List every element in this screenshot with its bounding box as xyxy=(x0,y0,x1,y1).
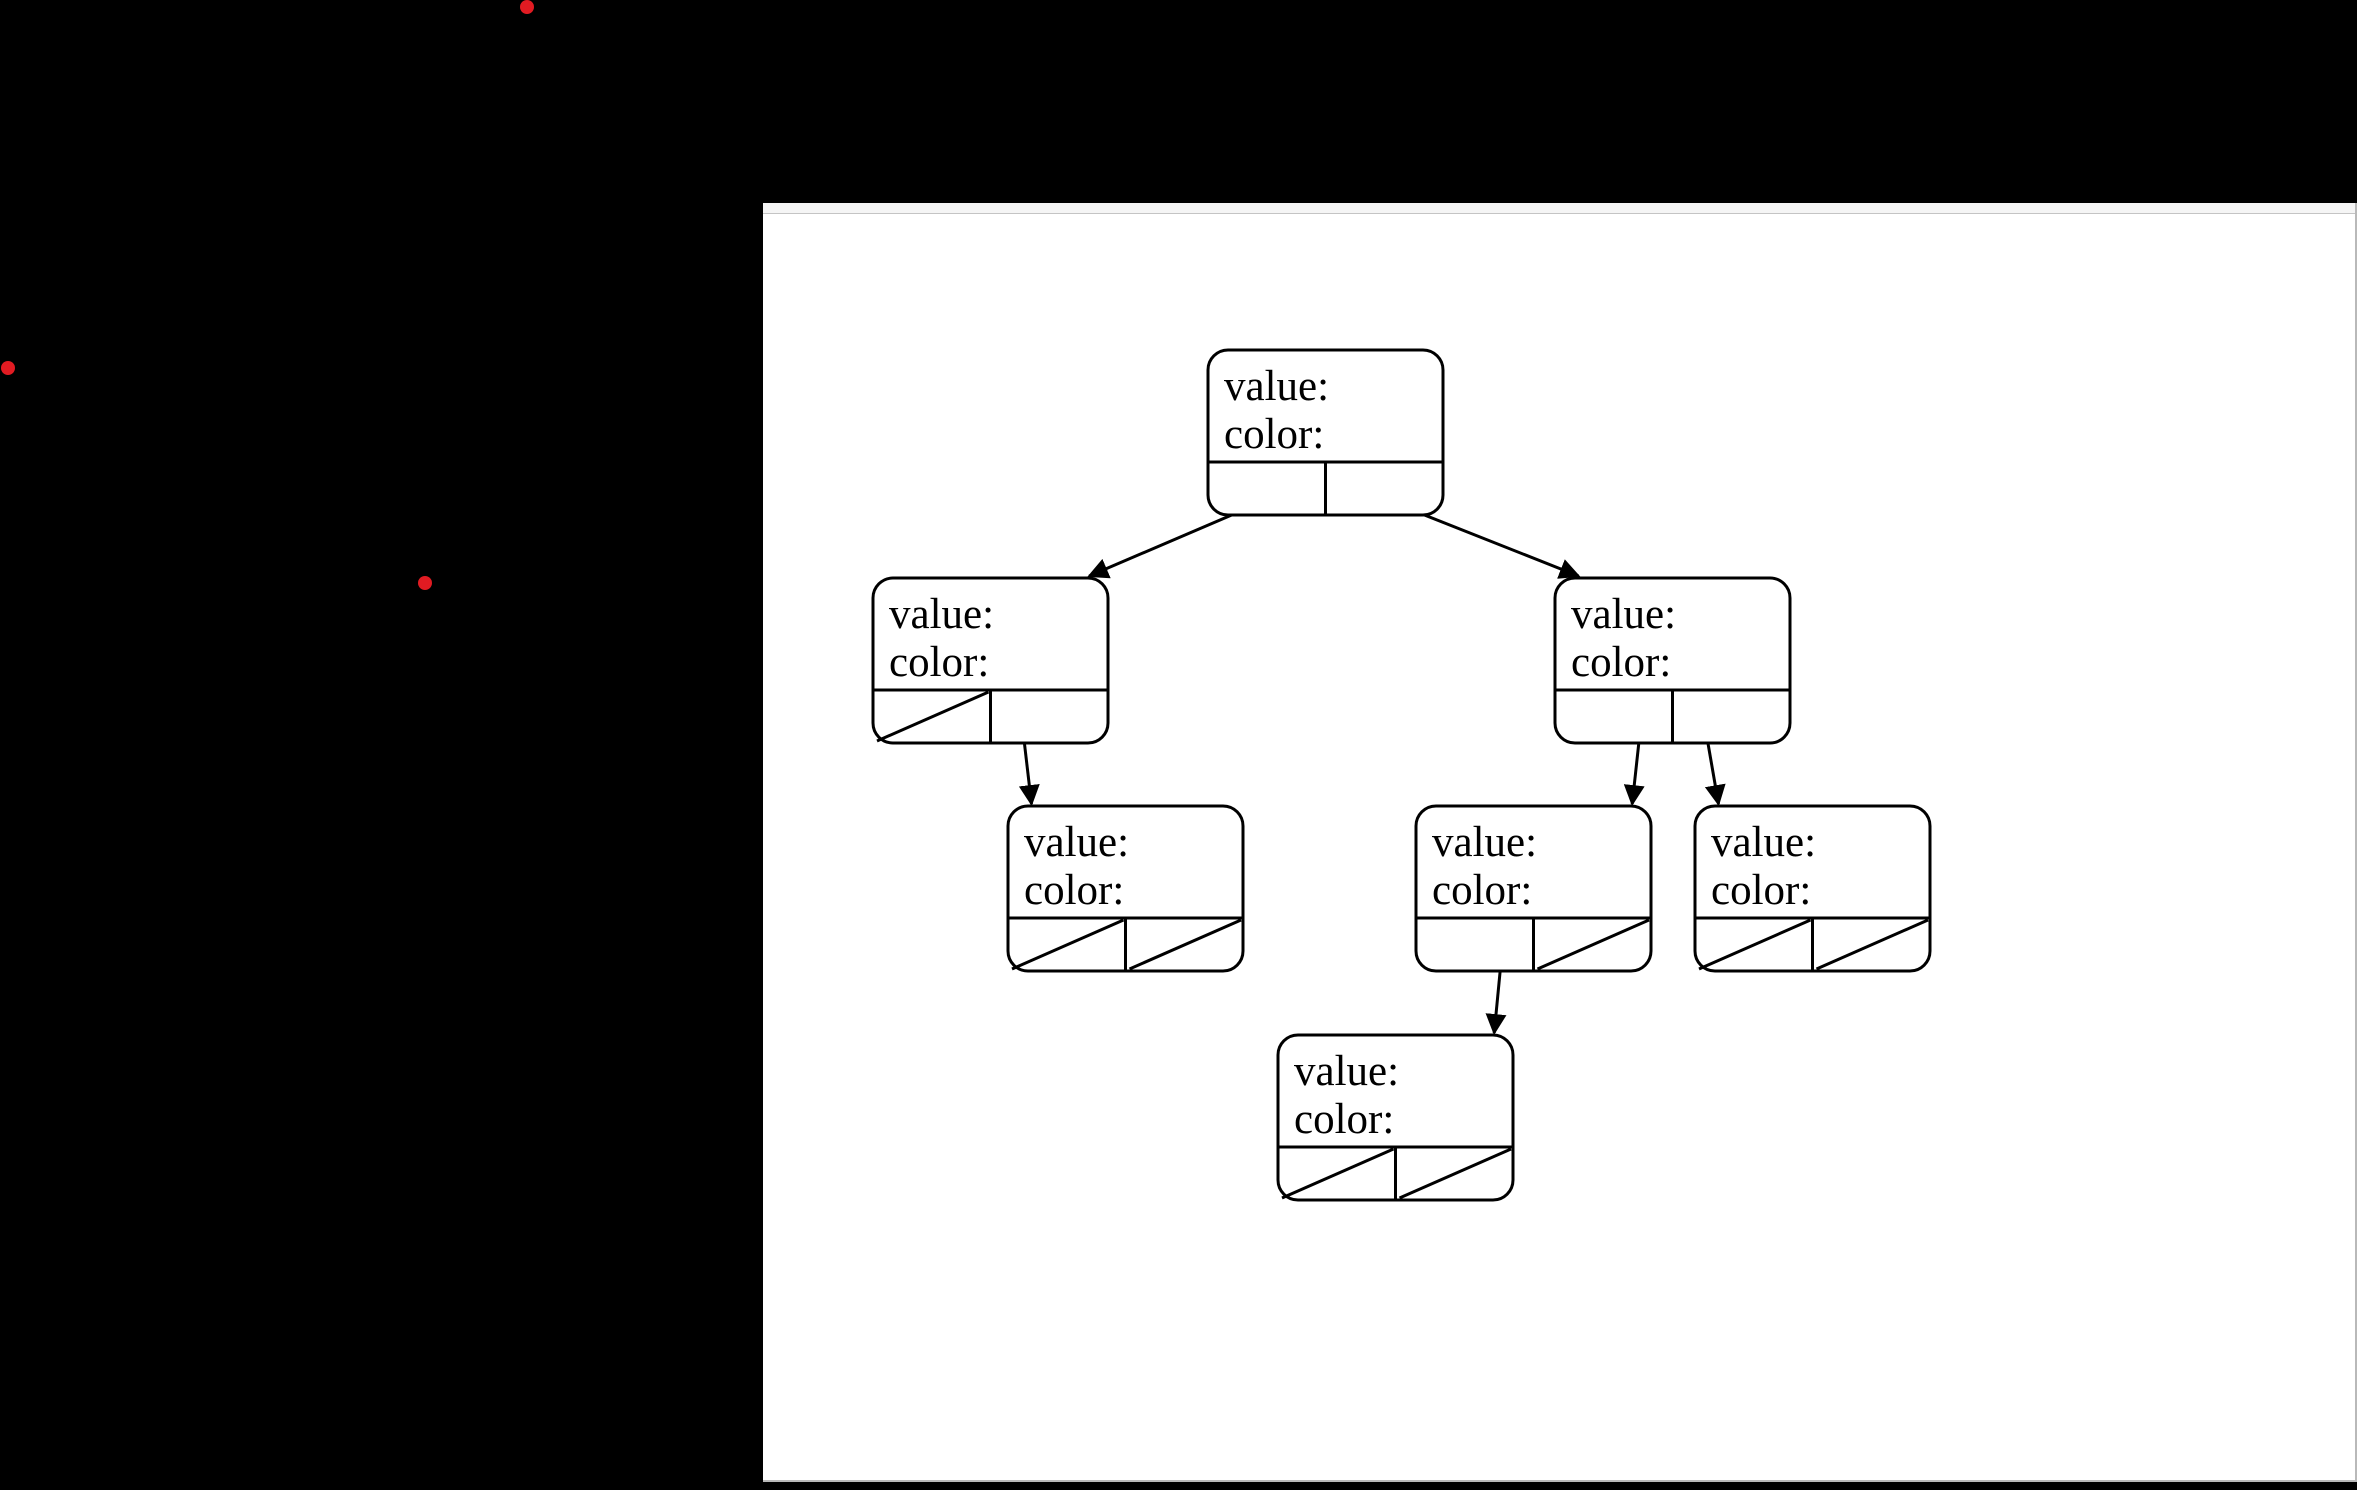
panel-toolbar-strip xyxy=(763,203,2355,214)
node-value-label: value: xyxy=(1711,819,1816,866)
tree-node-right-left[interactable]: value:color: xyxy=(1414,804,1653,973)
tree-node-right-right[interactable]: value:color: xyxy=(1693,804,1932,973)
tree-node-left[interactable]: value:color: xyxy=(871,576,1110,745)
node-color-label: color: xyxy=(889,639,989,686)
tree-node-left-right[interactable]: value:color: xyxy=(1006,804,1245,973)
null-pointer-slash-right xyxy=(1815,918,1929,971)
node-value-label: value: xyxy=(1024,819,1129,866)
null-pointer-slash-right xyxy=(1536,918,1650,971)
node-color-label: color: xyxy=(1711,867,1811,914)
marker-dot-top xyxy=(520,0,534,14)
tree-node-right[interactable]: value:color: xyxy=(1553,576,1792,745)
null-pointer-slash-left xyxy=(1698,918,1812,971)
tree-node-deep[interactable]: value:color: xyxy=(1276,1033,1515,1202)
node-color-label: color: xyxy=(1224,411,1324,458)
node-value-label: value: xyxy=(1571,591,1676,638)
null-pointer-slash-left xyxy=(1281,1147,1395,1200)
null-pointer-slash-left xyxy=(876,690,990,743)
null-pointer-slash-left xyxy=(1011,918,1125,971)
tree-diagram-canvas[interactable]: value:color:value:color:value:color:valu… xyxy=(763,203,2355,1480)
marker-dot-left xyxy=(1,361,15,375)
node-color-label: color: xyxy=(1294,1096,1394,1143)
node-color-label: color: xyxy=(1024,867,1124,914)
node-value-label: value: xyxy=(1432,819,1537,866)
node-value-label: value: xyxy=(889,591,994,638)
node-value-label: value: xyxy=(1294,1048,1399,1095)
document-panel[interactable]: value:color:value:color:value:color:valu… xyxy=(763,203,2357,1482)
marker-dot-middle xyxy=(418,576,432,590)
null-pointer-slash-right xyxy=(1398,1147,1512,1200)
null-pointer-slash-right xyxy=(1128,918,1242,971)
node-color-label: color: xyxy=(1432,867,1532,914)
node-value-label: value: xyxy=(1224,363,1329,410)
tree-node-root[interactable]: value:color: xyxy=(1206,348,1445,517)
node-color-label: color: xyxy=(1571,639,1671,686)
